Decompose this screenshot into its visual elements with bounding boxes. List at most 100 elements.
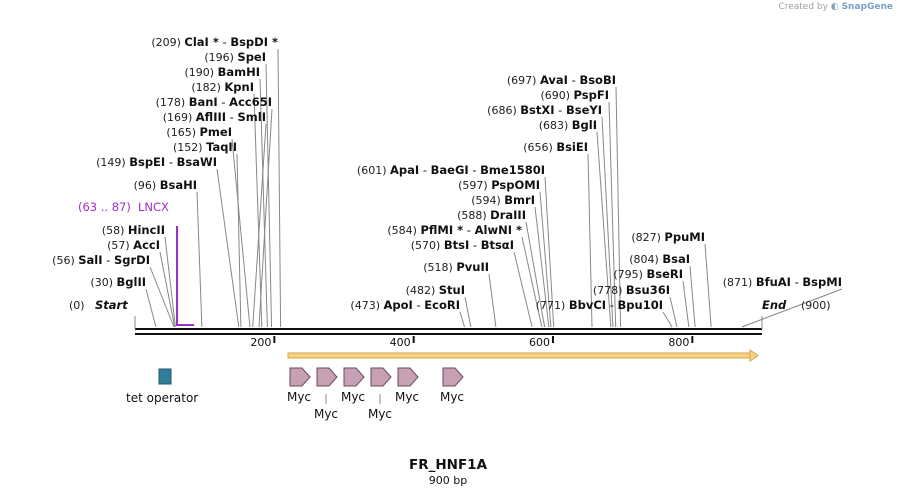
- restriction-site[interactable]: (96) BsaHI: [134, 178, 197, 192]
- site-position: (473): [350, 299, 383, 312]
- myc-arrow-icon: [316, 367, 338, 387]
- site-position: (57): [107, 239, 133, 252]
- restriction-site[interactable]: (30) BglII: [90, 275, 146, 289]
- name-separator: -: [568, 73, 579, 87]
- site-label: (182) KpnI: [191, 80, 254, 94]
- restriction-site[interactable]: (169) AflIII - SmlI: [163, 110, 266, 124]
- plasmid-name: FR_HNF1A: [409, 457, 488, 473]
- restriction-site[interactable]: (871) BfuAI - BspMI: [723, 275, 842, 289]
- site-label: (56) SalI - SgrDI: [52, 253, 150, 267]
- site-label: (804) BsaI: [629, 252, 690, 266]
- site-connector: [539, 191, 552, 328]
- myc-tag: Myc: [368, 367, 392, 421]
- site-position: (771): [536, 299, 569, 312]
- restriction-site[interactable]: (690) PspFI: [540, 88, 609, 102]
- myc-label: Myc: [395, 390, 419, 404]
- restriction-site[interactable]: (58) HincII: [102, 223, 165, 237]
- restriction-site[interactable]: (178) BanI - Acc65I: [156, 95, 272, 109]
- restriction-site[interactable]: (827) PpuMI: [631, 230, 705, 244]
- restriction-site[interactable]: (473) ApoI - EcoRI: [350, 298, 460, 312]
- restriction-site[interactable]: (594) BmrI: [471, 193, 535, 207]
- feature-arrow: [287, 349, 759, 362]
- site-label: (196) SpeI: [204, 50, 266, 64]
- restriction-site[interactable]: (771) BbvCI - Bpu10I: [536, 298, 663, 312]
- restriction-site[interactable]: (656) BsiEI: [523, 140, 588, 154]
- enzyme-name: Bme1580I: [480, 163, 545, 177]
- enzyme-name: PmeI: [200, 125, 233, 139]
- site-position: (594): [471, 194, 504, 207]
- site-position: (686): [487, 104, 520, 117]
- restriction-site[interactable]: (686) BstXI - BseYI: [487, 103, 602, 117]
- enzyme-name: ClaI *: [184, 35, 218, 49]
- restriction-site[interactable]: (149) BspEI - BsaWI: [96, 155, 217, 169]
- ruler-tick-label: 600: [529, 336, 550, 349]
- name-separator: -: [419, 163, 430, 177]
- site-label: (827) PpuMI: [631, 230, 705, 244]
- site-connector: [513, 251, 533, 328]
- site-connector: [464, 296, 472, 328]
- site-connector: [196, 191, 203, 328]
- site-connector: [669, 296, 678, 328]
- site-position: (58): [102, 224, 128, 237]
- enzyme-name: BaeGI: [431, 163, 469, 177]
- name-separator: -: [103, 253, 114, 267]
- restriction-site[interactable]: (152) TaqII: [173, 140, 237, 154]
- site-connector: [149, 266, 175, 328]
- restriction-site[interactable]: (56) SalI - SgrDI: [52, 253, 150, 267]
- restriction-site[interactable]: (804) BsaI: [629, 252, 690, 266]
- restriction-site[interactable]: (597) PspOMI: [458, 178, 540, 192]
- enzyme-name: PspFI: [574, 88, 609, 102]
- restriction-site[interactable]: (209) ClaI * - BspDI *: [151, 35, 278, 49]
- credit-prefix: Created by: [778, 2, 828, 12]
- restriction-site[interactable]: (584) PflMI * - AlwNI *: [387, 223, 522, 237]
- site-connector: [608, 101, 617, 328]
- enzyme-name: ApaI: [390, 163, 419, 177]
- site-connector: [145, 288, 157, 328]
- site-position: (165): [166, 126, 199, 139]
- site-connector: [525, 221, 546, 328]
- enzyme-name: BmrI: [504, 193, 535, 207]
- site-connector: [159, 251, 176, 328]
- site-label: (778) Bsu36I: [593, 283, 670, 297]
- restriction-site[interactable]: (518) PvuII: [423, 260, 489, 274]
- enzyme-name: DraIII: [490, 208, 526, 222]
- restriction-site[interactable]: (57) AccI: [107, 238, 160, 252]
- restriction-site[interactable]: (778) Bsu36I: [593, 283, 670, 297]
- enzyme-name: TaqII: [206, 140, 237, 154]
- enzyme-name: SalI: [78, 253, 102, 267]
- site-connector: [534, 206, 550, 328]
- site-position: (697): [507, 74, 540, 87]
- restriction-site[interactable]: (588) DraIII: [457, 208, 526, 222]
- restriction-site[interactable]: (482) StuI: [406, 283, 465, 297]
- restriction-site[interactable]: (190) BamHI: [185, 65, 261, 79]
- site-label: (518) PvuII: [423, 260, 489, 274]
- restriction-site[interactable]: (601) ApaI - BaeGI - Bme1580I: [357, 163, 545, 177]
- site-position: (683): [539, 119, 572, 132]
- site-position: (169): [163, 111, 196, 124]
- lncx-label: LNCX: [138, 200, 169, 214]
- site-position: (152): [173, 141, 206, 154]
- site-position: (804): [629, 253, 662, 266]
- restriction-site[interactable]: (165) PmeI: [166, 125, 232, 139]
- restriction-site[interactable]: (697) AvaI - BsoBI: [507, 73, 616, 87]
- site-connector: [216, 168, 240, 328]
- site-connector: [601, 116, 614, 328]
- enzyme-name: AlwNI *: [475, 223, 522, 237]
- enzyme-name: HincII: [128, 223, 165, 237]
- restriction-site[interactable]: (182) KpnI: [191, 80, 254, 94]
- site-label: (690) PspFI: [540, 88, 609, 102]
- site-label: (30) BglII: [90, 275, 146, 289]
- start-position: (0): [69, 299, 85, 312]
- site-label: (686) BstXI - BseYI: [487, 103, 602, 117]
- snapgene-logo-icon: ◐: [830, 2, 839, 12]
- myc-arrow-icon: [343, 367, 365, 387]
- restriction-site[interactable]: (196) SpeI: [204, 50, 266, 64]
- enzyme-name: EcoRI: [424, 298, 460, 312]
- site-connector: [587, 153, 593, 328]
- site-label: (178) BanI - Acc65I: [156, 95, 272, 109]
- name-separator: -: [165, 155, 176, 169]
- restriction-site[interactable]: (795) BseRI: [613, 267, 683, 281]
- restriction-site[interactable]: (570) BtsI - BtsαI: [411, 238, 514, 252]
- enzyme-name: BanI: [189, 95, 218, 109]
- restriction-site[interactable]: (683) BglI: [539, 118, 597, 132]
